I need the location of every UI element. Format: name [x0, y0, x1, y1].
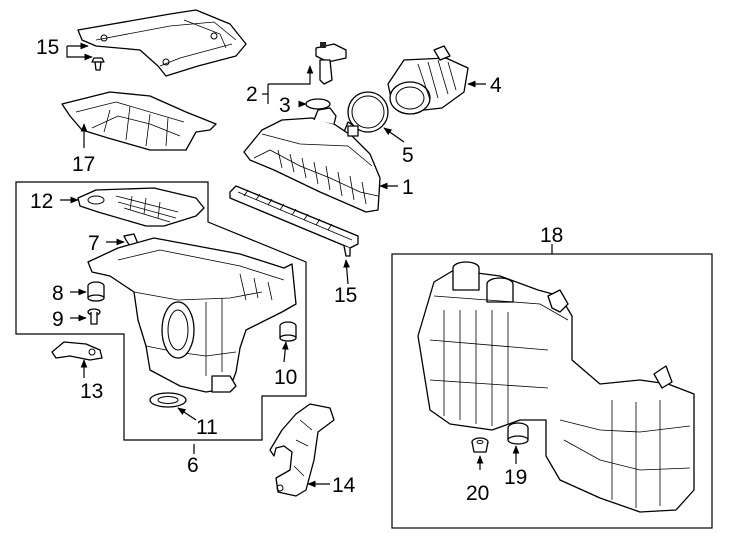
callout-20: 20 [466, 482, 489, 505]
part-16-clip[interactable] [91, 57, 105, 71]
callout-7: 7 [88, 232, 100, 255]
callout-1: 1 [402, 176, 414, 199]
callout-11: 11 [196, 416, 218, 439]
part-15-filter[interactable] [229, 185, 359, 257]
callout-18: 18 [540, 224, 563, 247]
part-10-grommet[interactable] [279, 321, 297, 342]
callout-3: 3 [279, 94, 291, 117]
part-5-clamp[interactable] [343, 91, 389, 135]
callout-16: 15 [36, 36, 59, 59]
part-6-lower-box[interactable] [87, 237, 297, 393]
callout-14: 14 [332, 474, 356, 497]
leader-lines [60, 42, 553, 488]
callout-8: 8 [52, 282, 64, 305]
part-8-grommet[interactable] [87, 281, 105, 302]
part-1-upper-housing[interactable] [243, 107, 381, 213]
part-18-resonator[interactable] [417, 261, 695, 513]
part-12-lid[interactable] [77, 187, 205, 227]
part-9-bolt[interactable] [87, 308, 101, 325]
callout-15: 15 [334, 284, 357, 307]
callout-19: 19 [504, 466, 527, 489]
part-3-o-ring[interactable] [305, 98, 331, 110]
callout-17: 17 [72, 153, 95, 176]
callout-10: 10 [274, 366, 297, 389]
part-14-bracket[interactable] [269, 403, 335, 497]
callout-2: 2 [246, 83, 258, 106]
part-4-intake-boot[interactable] [387, 45, 469, 115]
callout-6: 6 [187, 454, 199, 477]
part-13-bracket[interactable] [51, 341, 103, 361]
callout-4: 4 [490, 74, 502, 97]
part-19-plug[interactable] [507, 422, 529, 445]
part-17-lower-cover[interactable] [61, 91, 217, 151]
callout-13: 13 [80, 380, 103, 403]
callout-5: 5 [402, 144, 414, 167]
part-16-upper-cover[interactable] [77, 9, 247, 77]
part-20-grommet[interactable] [471, 437, 489, 453]
part-11-seal[interactable] [149, 392, 187, 408]
group-6-outline [15, 181, 307, 441]
callout-9: 9 [52, 308, 64, 331]
callout-12: 12 [30, 190, 53, 213]
part-2-airflow-sensor[interactable] [315, 42, 347, 85]
